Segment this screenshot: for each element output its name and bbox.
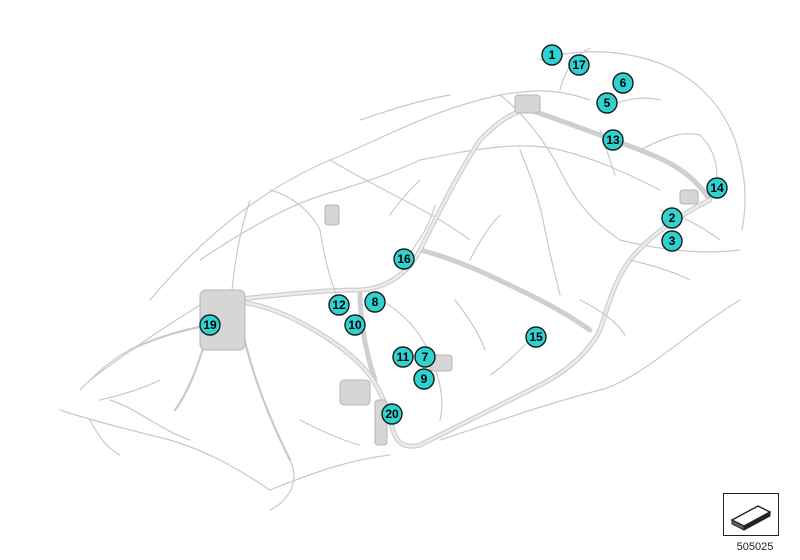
callout-6[interactable]: 6 bbox=[612, 72, 634, 94]
callout-9[interactable]: 9 bbox=[413, 368, 435, 390]
callout-8[interactable]: 8 bbox=[364, 291, 386, 313]
callout-10[interactable]: 10 bbox=[344, 314, 366, 336]
callout-17[interactable]: 17 bbox=[568, 54, 590, 76]
callout-19[interactable]: 19 bbox=[199, 314, 221, 336]
main-harness-trunk bbox=[227, 107, 713, 449]
callout-11[interactable]: 11 bbox=[392, 346, 414, 368]
callout-5[interactable]: 5 bbox=[596, 92, 618, 114]
reference-number: 505025 bbox=[736, 541, 774, 553]
callout-16[interactable]: 16 bbox=[393, 248, 415, 270]
callouts: 1 17 6 5 13 14 2 3 bbox=[199, 44, 728, 425]
vehicle-outline bbox=[59, 51, 746, 491]
callout-7[interactable]: 7 bbox=[414, 346, 436, 368]
callout-3[interactable]: 3 bbox=[661, 230, 683, 252]
callout-20[interactable]: 20 bbox=[381, 403, 403, 425]
callout-14[interactable]: 14 bbox=[706, 177, 728, 199]
callout-15[interactable]: 15 bbox=[525, 326, 547, 348]
reference-icon-box bbox=[723, 493, 779, 536]
callout-1[interactable]: 1 bbox=[541, 44, 563, 66]
catalog-arrow-icon bbox=[730, 505, 772, 531]
callout-2[interactable]: 2 bbox=[661, 207, 683, 229]
callout-13[interactable]: 13 bbox=[602, 129, 624, 151]
callout-12[interactable]: 12 bbox=[328, 294, 350, 316]
